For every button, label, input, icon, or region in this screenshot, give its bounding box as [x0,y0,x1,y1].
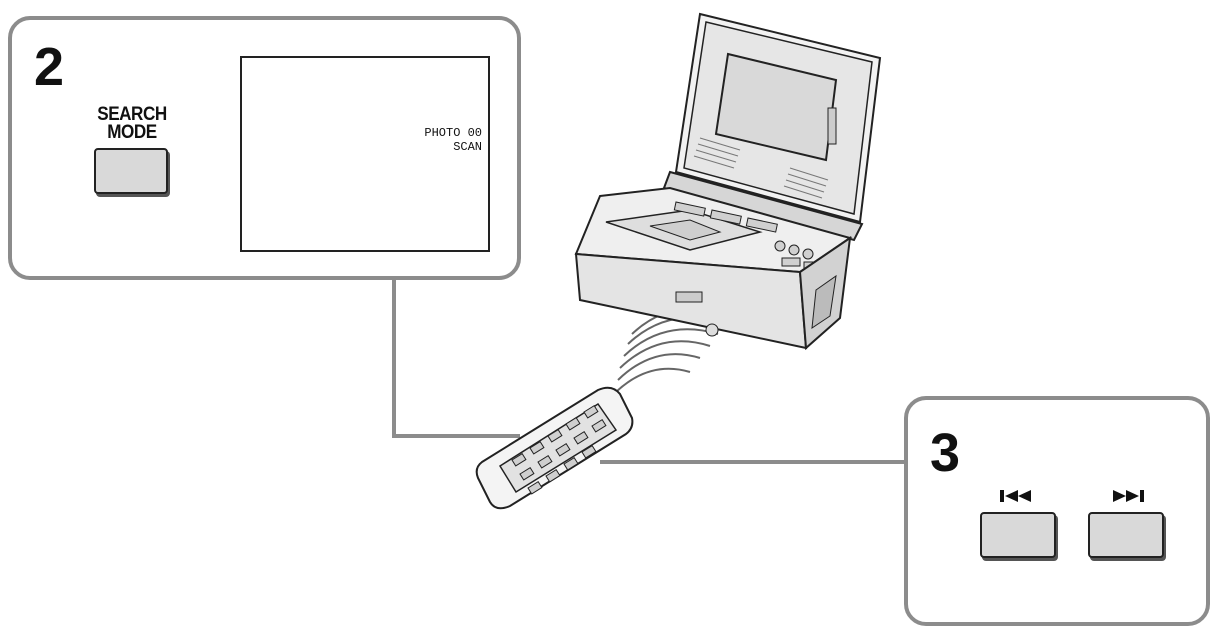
search-mode-button[interactable] [94,148,168,194]
skip-previous-icon [1000,490,1031,502]
connector-line-step2 [392,280,520,438]
search-mode-label-line2: MODE [107,122,157,143]
search-mode-label: SEARCH MODE [78,104,186,143]
remote-commander [475,386,634,510]
lcd-screen [714,52,838,162]
step-2-panel: 2 SEARCH MODE PHOTO 00 SCAN [8,16,521,280]
screen-indicator-scan: SCAN [453,140,482,154]
search-mode-label-line1: SEARCH [97,104,167,125]
video-deck-device [574,12,882,351]
skip-previous-button[interactable] [980,512,1056,558]
step-number: 2 [34,37,65,97]
step-3-panel: 3 [904,396,1210,626]
skip-next-icon [1113,490,1144,502]
viewfinder-screen: PHOTO 00 SCAN [240,56,490,252]
skip-next-button[interactable] [1088,512,1164,558]
step-number: 3 [930,423,961,483]
screen-indicator-photo: PHOTO 00 [424,126,482,140]
